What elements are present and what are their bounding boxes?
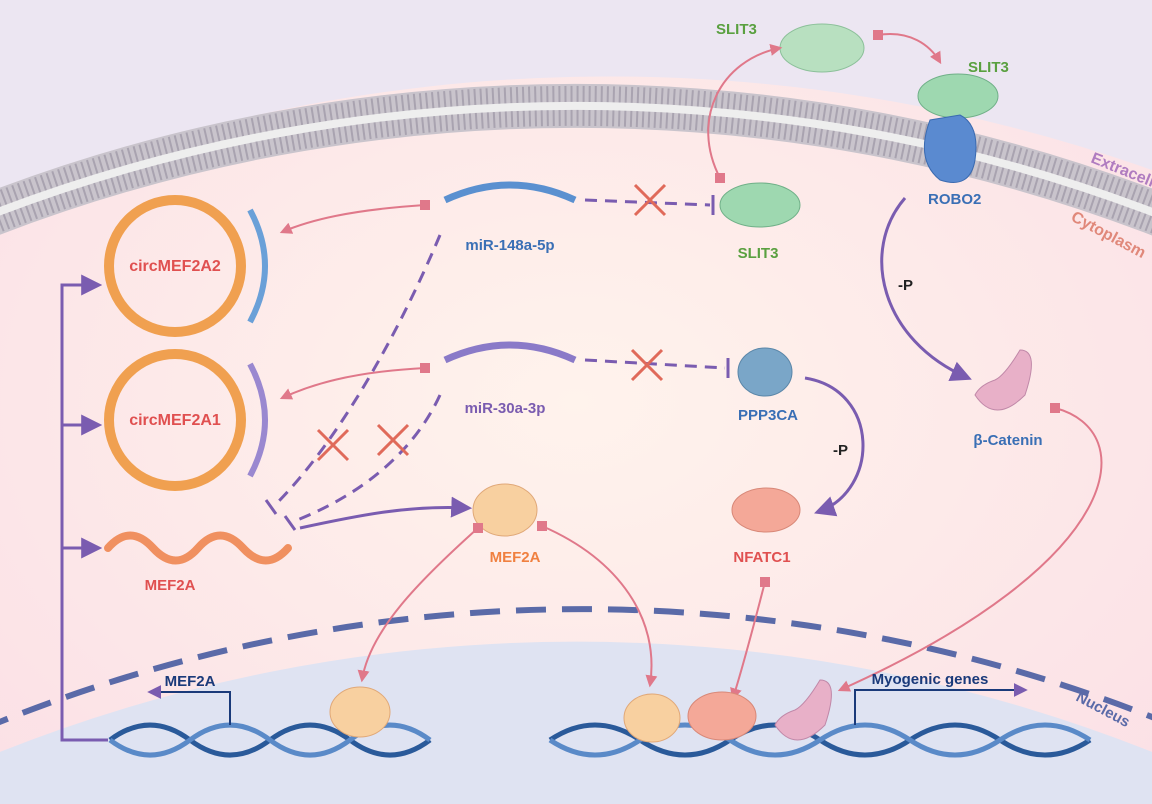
mef2a-gene-label: MEF2A xyxy=(165,673,216,690)
circmef2a2-binding-site xyxy=(247,208,268,324)
nfatc1-to-myogenic-arrow xyxy=(730,577,770,701)
mir148-strand xyxy=(443,181,577,204)
mef2a-transcription-arrow xyxy=(147,685,231,725)
circmef2a2-ring xyxy=(104,195,246,337)
mef2a-bound-myogenic xyxy=(623,693,681,743)
cell-membrane xyxy=(0,83,1152,236)
block-cross-icon xyxy=(316,423,410,462)
mef2a-mrna-label: MEF2A xyxy=(145,577,196,594)
mir148-mef2a-inhibition xyxy=(273,234,442,507)
mir148-sponge-arrow xyxy=(279,200,430,234)
mef2a-bound-gene xyxy=(329,686,391,738)
transcription-feedback-arrow xyxy=(60,274,108,742)
mef2a-to-gene-arrow xyxy=(357,523,483,683)
mir148-label: miR-148a-5p xyxy=(465,237,554,254)
mef2a-protein xyxy=(472,483,538,537)
translation-arrow xyxy=(299,496,473,530)
mef2a-protein-label: MEF2A xyxy=(490,549,541,566)
slit3-cyto-label: SLIT3 xyxy=(738,245,779,262)
mef2a-to-myogenic-arrow xyxy=(537,521,658,688)
mir30-strand xyxy=(443,341,577,364)
mir30-label: miR-30a-3p xyxy=(465,400,546,417)
beta-catenin-label: β-Catenin xyxy=(973,432,1042,449)
inhibit-bar xyxy=(264,499,297,531)
slit3-secretion-arrow xyxy=(707,44,783,183)
mef2a-mrna xyxy=(104,531,292,565)
circmef2a2-label: circMEF2A2 xyxy=(129,258,221,275)
robo2-label: ROBO2 xyxy=(928,191,981,208)
mir30-ppp3ca-inhibition xyxy=(584,358,726,370)
nfatc1-label: NFATC1 xyxy=(733,549,790,566)
myogenic-transcription-arrow xyxy=(854,683,1028,725)
circmef2a1-label: circMEF2A1 xyxy=(129,412,221,429)
block-cross-icon xyxy=(633,183,667,217)
slit3-cyto-protein xyxy=(719,182,801,228)
robo2-dephos-arrow xyxy=(880,197,972,381)
slit3-bound-label: SLIT3 xyxy=(968,59,1009,76)
slit3-top-label: SLIT3 xyxy=(716,21,757,38)
slit3-binding-arrow xyxy=(873,30,942,65)
circmef2a1-binding-site xyxy=(247,362,268,478)
nfatc1-bound-myogenic xyxy=(687,691,757,741)
ppp3ca-protein xyxy=(737,347,793,397)
beta-catenin-nuclear-arrow xyxy=(837,403,1103,692)
block-cross-icon xyxy=(630,348,664,382)
myogenic-genes-label: Myogenic genes xyxy=(872,671,989,688)
nfatc1-protein xyxy=(731,487,801,533)
slit3-bound-protein xyxy=(917,73,999,119)
mir30-mef2a-inhibition xyxy=(291,394,442,524)
slit3-extracellular-protein xyxy=(779,23,865,73)
beta-catenin-bound xyxy=(774,679,832,741)
ppp3ca-label: PPP3CA xyxy=(738,407,798,424)
dephos-label-1: -P xyxy=(833,442,848,459)
mir30-sponge-arrow xyxy=(279,363,430,400)
circmef2a1-ring xyxy=(104,349,246,491)
robo2-receptor xyxy=(923,114,977,183)
dephos-label-2: -P xyxy=(898,277,913,294)
